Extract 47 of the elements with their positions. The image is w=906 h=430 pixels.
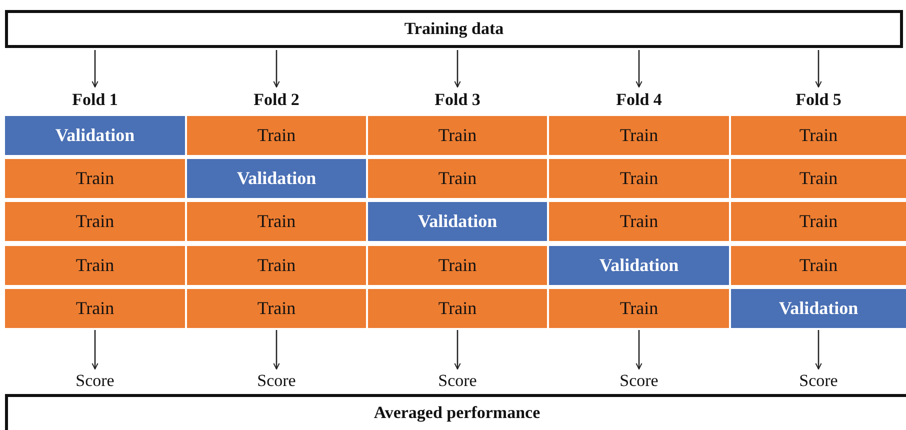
- arrow: [273, 50, 280, 88]
- score-label: Score: [438, 371, 477, 391]
- training-cell: Train: [187, 202, 366, 241]
- validation-cell: Validation: [187, 159, 366, 198]
- arrow: [273, 330, 280, 370]
- arrow: [92, 330, 98, 370]
- training-cell: Train: [368, 116, 547, 155]
- fold-label: Fold 5: [796, 90, 842, 110]
- fold-label: Fold 3: [434, 90, 480, 110]
- training-cell: Train: [5, 202, 185, 241]
- training-cell: Train: [549, 116, 729, 155]
- score-label: Score: [76, 371, 114, 391]
- arrow: [636, 50, 642, 88]
- training-cell: Train: [187, 289, 366, 328]
- validation-cell: Validation: [549, 246, 729, 285]
- training-cell: Train: [731, 246, 906, 285]
- arrow: [636, 330, 642, 370]
- training-cell: Train: [549, 159, 729, 198]
- validation-cell: Validation: [731, 289, 906, 328]
- training-cell: Train: [187, 116, 366, 155]
- training-cell: Train: [731, 116, 906, 155]
- arrow: [454, 330, 461, 370]
- validation-cell: Validation: [5, 116, 185, 155]
- fold-label: Fold 2: [254, 90, 300, 110]
- training-cell: Train: [187, 246, 366, 285]
- score-label: Score: [620, 371, 658, 391]
- arrow: [92, 50, 98, 88]
- process-box: Averaged performance: [5, 394, 906, 430]
- arrow: [454, 50, 461, 88]
- score-label: Score: [799, 371, 838, 391]
- fold-label: Fold 1: [72, 90, 118, 110]
- process-box: Training data: [5, 10, 903, 48]
- validation-cell: Validation: [368, 202, 547, 241]
- training-cell: Train: [549, 202, 729, 241]
- training-cell: Train: [368, 159, 547, 198]
- training-cell: Train: [5, 289, 185, 328]
- arrow: [815, 330, 822, 370]
- training-cell: Train: [368, 246, 547, 285]
- training-cell: Train: [731, 159, 906, 198]
- training-cell: Train: [368, 289, 547, 328]
- score-label: Score: [257, 371, 296, 391]
- arrow: [815, 50, 822, 88]
- training-cell: Train: [549, 289, 729, 328]
- training-cell: Train: [5, 159, 185, 198]
- fold-label: Fold 4: [616, 90, 662, 110]
- training-cell: Train: [731, 202, 906, 241]
- training-cell: Train: [5, 246, 185, 285]
